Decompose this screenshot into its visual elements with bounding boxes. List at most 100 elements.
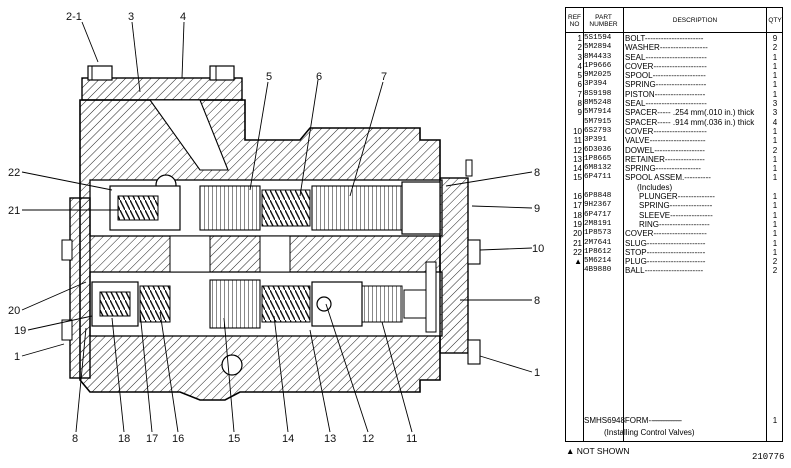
callout-6: 6 [316,71,322,83]
row-ref-no: 18 [573,210,582,220]
row-part-number: 1P8612 [584,247,612,256]
row-ref-no: 10 [573,126,582,136]
row-ref-no: 5 [577,71,582,81]
row-part-number: 5S1594 [584,34,612,42]
row-ref-no: 15 [573,173,582,183]
row-ref-no: 8 [577,99,582,109]
row-description: SEAL----------------------- [625,52,707,62]
row-part-number: 8M5248 [584,99,612,108]
row-qty: 1 [772,219,778,229]
row-part-number: 6P8848 [584,192,612,201]
row-part-number: 2M7641 [584,238,612,247]
col-divider [766,8,767,441]
callout-3: 3 [128,11,134,23]
row-qty: 4 [772,117,778,127]
row-ref-no: 21 [573,238,582,248]
row-part-number: 4B9880 [584,266,612,275]
row-qty: 1 [772,238,778,248]
row-part-number: 1P8573 [584,229,612,238]
row-qty: 1 [772,164,778,174]
row-description: VALVE--------------------- [625,136,706,146]
left-cover [61,197,91,379]
row-description: BOLT---------------------- [625,34,704,43]
callout-14: 14 [282,433,294,445]
form-qty: 1 [772,416,778,425]
row-qty: 1 [772,154,778,164]
row-ref-no: 16 [573,192,582,202]
lower-spool-assembly [91,261,437,333]
not-shown-footnote: ▲ NOT SHOWN [566,446,630,456]
row-ref-no: 3 [577,52,582,62]
row-qty: 2 [772,145,778,155]
row-part-number: 9M2025 [584,71,612,80]
row-description: PLUG---------------------- [625,257,706,267]
callout-12: 12 [362,433,374,445]
callout-18: 18 [118,433,130,445]
callout-1-right: 1 [534,367,540,379]
header-qty: QTY [768,17,782,24]
row-part-number: 5M6214 [584,257,612,266]
row-description: SPACER----- .914 mm(.036 in.) thick [625,117,755,127]
row-ref-no: 7 [577,89,582,99]
col-divider [623,8,624,441]
row-description: SPRING------------------- [625,80,707,90]
valve-cross-section-drawing: 2-1 3 4 5 6 7 8 9 10 8 1 22 21 20 19 1 8… [8,11,544,445]
row-description: SPRING----------------- [625,164,701,174]
row-description: PISTON------------------- [625,89,706,99]
row-description: SLEEVE---------------- [639,210,713,220]
row-ref-no: 20 [573,229,582,239]
row-ref-no: 6 [577,80,582,90]
header-description: DESCRIPTION [672,17,718,24]
row-part-number: 1P9666 [584,61,612,70]
row-description: PLUNGER-------------- [639,192,715,202]
row-qty: 3 [772,108,778,118]
row-qty: 2 [772,257,778,267]
row-qty: 1 [772,247,778,257]
row-description: BALL---------------------- [625,266,704,276]
row-ref-no: 2 [577,43,582,53]
row-part-number: 5M7914 [584,108,612,117]
callout-8-top: 8 [534,167,540,179]
row-description: (Includes) [637,182,673,192]
col-divider [583,8,584,441]
row-ref-no: 1 [577,34,582,43]
row-part-number: 6S2793 [584,126,612,135]
row-description: SPOOL ASSEM.---------- [625,173,711,183]
form-note: (Installing Control Valves) [604,428,695,437]
row-description: SPRING---------------- [639,201,713,211]
row-qty: 1 [772,89,778,99]
row-description: STOP---------------------- [625,247,706,257]
row-part-number: 5M7915 [584,117,612,126]
row-description: SLUG---------------------- [625,238,706,248]
callout-19: 19 [14,325,26,337]
row-qty: 1 [772,71,778,81]
row-ref-no: 17 [573,201,582,211]
top-cover [81,65,243,101]
row-qty: 1 [772,80,778,90]
row-part-number: 3P391 [584,136,607,145]
callout-labels: 2-1 3 4 5 6 7 8 9 10 8 1 22 21 20 19 1 8… [8,11,544,445]
row-qty: 9 [772,34,778,43]
row-part-number: 3P394 [584,80,607,89]
callout-8-mid: 8 [534,295,540,307]
callout-13: 13 [324,433,336,445]
row-description: SPACER----- .254 mm(.010 in.) thick [625,108,755,118]
callout-4: 4 [180,11,186,23]
row-qty: 1 [772,173,778,183]
row-qty: 1 [772,192,778,202]
row-qty: 1 [772,126,778,136]
row-part-number: 6P4717 [584,210,612,219]
